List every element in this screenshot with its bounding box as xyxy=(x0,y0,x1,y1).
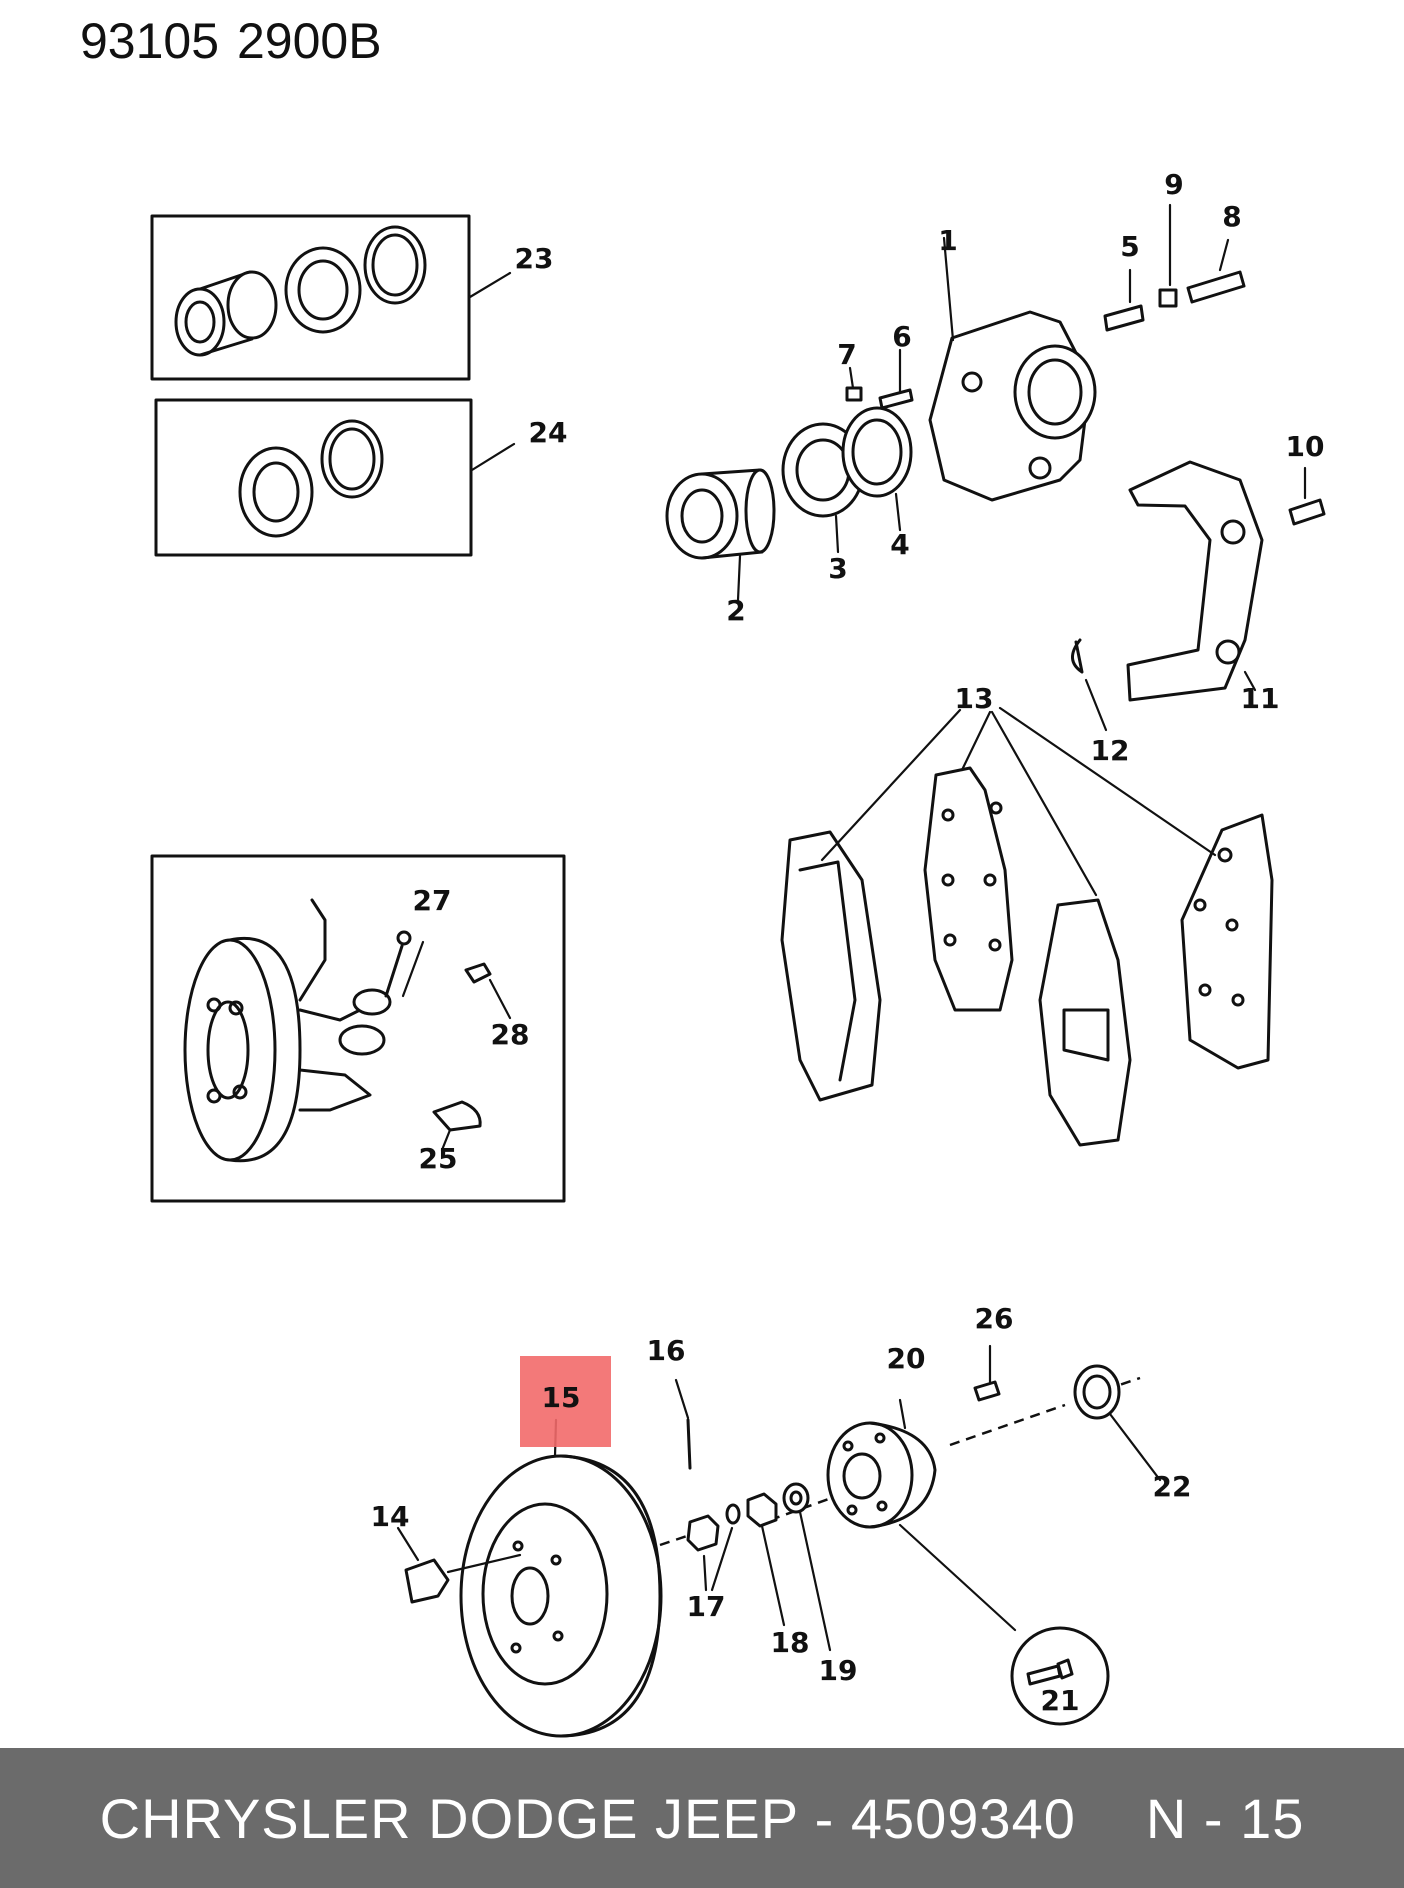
callout-21: 21 xyxy=(1041,1684,1080,1717)
callout-14: 14 xyxy=(371,1500,410,1533)
callout-20: 20 xyxy=(887,1342,926,1375)
callout-3: 3 xyxy=(828,552,847,585)
callout-17: 17 xyxy=(687,1590,726,1623)
rotor-hub-assembly xyxy=(396,1344,1162,1738)
callout-4: 4 xyxy=(890,528,909,561)
callout-27: 27 xyxy=(413,884,452,917)
callout-16: 16 xyxy=(647,1334,686,1367)
callout-11: 11 xyxy=(1241,682,1280,715)
caliper-adapter xyxy=(1071,460,1326,732)
highlight-box-part-15 xyxy=(520,1356,611,1447)
callout-1: 1 xyxy=(938,224,957,257)
callout-19: 19 xyxy=(819,1654,858,1687)
callout-7: 7 xyxy=(837,338,856,371)
footer-bar xyxy=(0,1748,1404,1888)
callout-12: 12 xyxy=(1091,734,1130,767)
seal-kit-box-23 xyxy=(150,214,512,381)
diagram-code-left: 93105 xyxy=(80,13,219,69)
callout-28: 28 xyxy=(491,1018,530,1051)
assembled-corner-box xyxy=(150,854,566,1203)
callout-2: 2 xyxy=(726,594,745,627)
callout-10: 10 xyxy=(1286,430,1325,463)
callout-22: 22 xyxy=(1153,1470,1192,1503)
callout-15: 15 xyxy=(542,1381,581,1414)
footer-caption: CHRYSLER DODGE JEEP - 4509340 N - 15 xyxy=(0,1748,1404,1888)
callout-9: 9 xyxy=(1164,168,1183,201)
diagram-code-right: 2900B xyxy=(237,13,382,69)
callout-13: 13 xyxy=(955,682,994,715)
callout-25: 25 xyxy=(419,1142,458,1175)
caliper-assembly xyxy=(665,203,1246,602)
brake-pads xyxy=(780,706,1274,1147)
callout-5: 5 xyxy=(1120,230,1139,263)
callout-24: 24 xyxy=(529,416,568,449)
callout-26: 26 xyxy=(975,1302,1014,1335)
footer-part-info: CHRYSLER DODGE JEEP - 4509340 xyxy=(99,1786,1076,1850)
callout-6: 6 xyxy=(892,320,911,353)
seal-kit-box-24 xyxy=(154,398,516,557)
callout-labels: 1 2 3 4 5 6 7 8 9 10 11 12 13 14 15 16 1… xyxy=(371,168,1325,1717)
callout-23: 23 xyxy=(515,242,554,275)
callout-8: 8 xyxy=(1222,200,1241,233)
callout-18: 18 xyxy=(771,1626,810,1659)
footer-page-ref: N - 15 xyxy=(1145,1786,1305,1850)
